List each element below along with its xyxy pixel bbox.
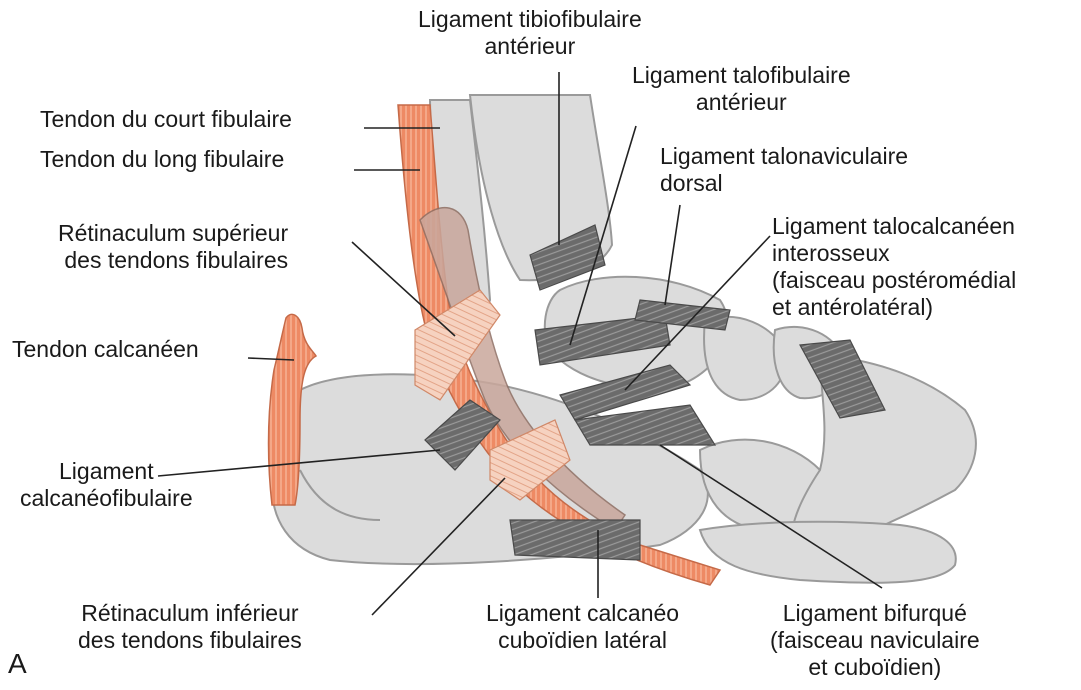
label-line: et antérolatéral) (772, 294, 1016, 321)
label-retinaculum-superieur: Rétinaculum supérieur des tendons fibula… (58, 220, 288, 274)
label-line: des tendons fibulaires (58, 247, 288, 274)
label-ligament-talocalcaneen: Ligament talocalcanéen interosseux (fais… (772, 213, 1016, 321)
label-line: Tendon calcanéen (12, 336, 199, 363)
label-line: Ligament calcanéo (486, 600, 679, 627)
panel-letter: A (8, 648, 27, 680)
label-line: Ligament talofibulaire (632, 62, 851, 89)
label-line: antérieur (632, 89, 851, 116)
label-line: antérieur (418, 33, 642, 60)
label-tendon-court-fibulaire: Tendon du court fibulaire (40, 106, 292, 133)
label-line: Rétinaculum inférieur (78, 600, 302, 627)
label-ligament-bifurque: Ligament bifurqué (faisceau naviculaire … (770, 600, 980, 681)
label-line: Ligament talonaviculaire (660, 143, 908, 170)
label-line: cuboïdien latéral (486, 627, 679, 654)
label-retinaculum-inferieur: Rétinaculum inférieur des tendons fibula… (78, 600, 302, 654)
label-line: calcanéofibulaire (20, 485, 193, 512)
label-line: Ligament bifurqué (770, 600, 980, 627)
label-ligament-tibiofibulaire: Ligament tibiofibulaire antérieur (418, 6, 642, 60)
label-tendon-calcaneen: Tendon calcanéen (12, 336, 199, 363)
label-line: (faisceau naviculaire (770, 627, 980, 654)
label-ligament-talofibulaire: Ligament talofibulaire antérieur (632, 62, 851, 116)
label-line: Tendon du court fibulaire (40, 106, 292, 133)
label-tendon-long-fibulaire: Tendon du long fibulaire (40, 146, 284, 173)
label-ligament-talonaviculaire: Ligament talonaviculaire dorsal (660, 143, 908, 197)
label-line: dorsal (660, 170, 908, 197)
label-line: Rétinaculum supérieur (58, 220, 288, 247)
label-line: des tendons fibulaires (78, 627, 302, 654)
label-ligament-calcaneo-cuboidien: Ligament calcanéo cuboïdien latéral (486, 600, 679, 654)
label-line: et cuboïdien) (770, 654, 980, 681)
label-line: Ligament tibiofibulaire (418, 6, 642, 33)
label-ligament-calcaneofibulaire: Ligament calcanéofibulaire (20, 458, 193, 512)
label-line: Tendon du long fibulaire (40, 146, 284, 173)
label-line: (faisceau postéromédial (772, 267, 1016, 294)
label-line: interosseux (772, 240, 1016, 267)
label-line: Ligament talocalcanéen (772, 213, 1016, 240)
label-line: Ligament (20, 458, 193, 485)
ligament-calcaneo-cuboidien (510, 520, 640, 560)
